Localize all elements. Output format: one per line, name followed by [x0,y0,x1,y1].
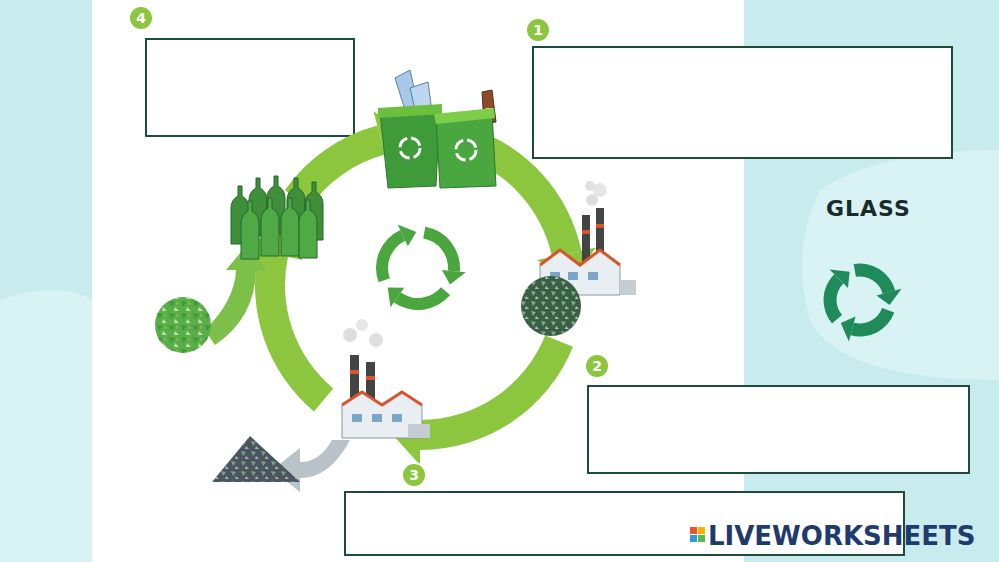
title-word: GLASS [826,196,911,221]
arrow-head [876,287,905,308]
callout-number: 3 [403,464,425,486]
background-blob [0,290,92,562]
answer-box [146,39,354,136]
logo-icon [690,527,705,542]
background-blob [802,150,999,380]
arrow-head [442,270,466,284]
bottle [299,200,317,258]
factory [521,181,636,336]
glass-cullet [155,246,266,353]
callout-number: 1 [527,19,549,41]
cycle-arrow [376,230,405,282]
cycle-arrow [814,272,855,324]
answer-box [533,47,952,158]
recycling-bins [378,70,496,188]
callout-number: 2 [586,355,608,377]
cycle-arrow [420,336,573,450]
cycle-arrow [255,251,333,412]
cycle-arrow [423,227,460,272]
callout-number: 4 [130,7,152,29]
arrow-head [398,224,417,246]
glass-bottles [231,176,323,259]
arrow-head [388,287,405,307]
bottle [241,201,259,259]
bottle [261,198,279,256]
recycle-symbol [376,224,466,310]
watermark: LIVEWORKSHEETS [708,521,976,551]
factory [212,319,430,492]
recycle-icon [812,249,912,347]
arrow-head [840,316,862,342]
cycle-arrow [394,287,450,310]
bottle [281,198,299,256]
arrow-head [830,263,855,291]
answer-box [588,386,969,473]
